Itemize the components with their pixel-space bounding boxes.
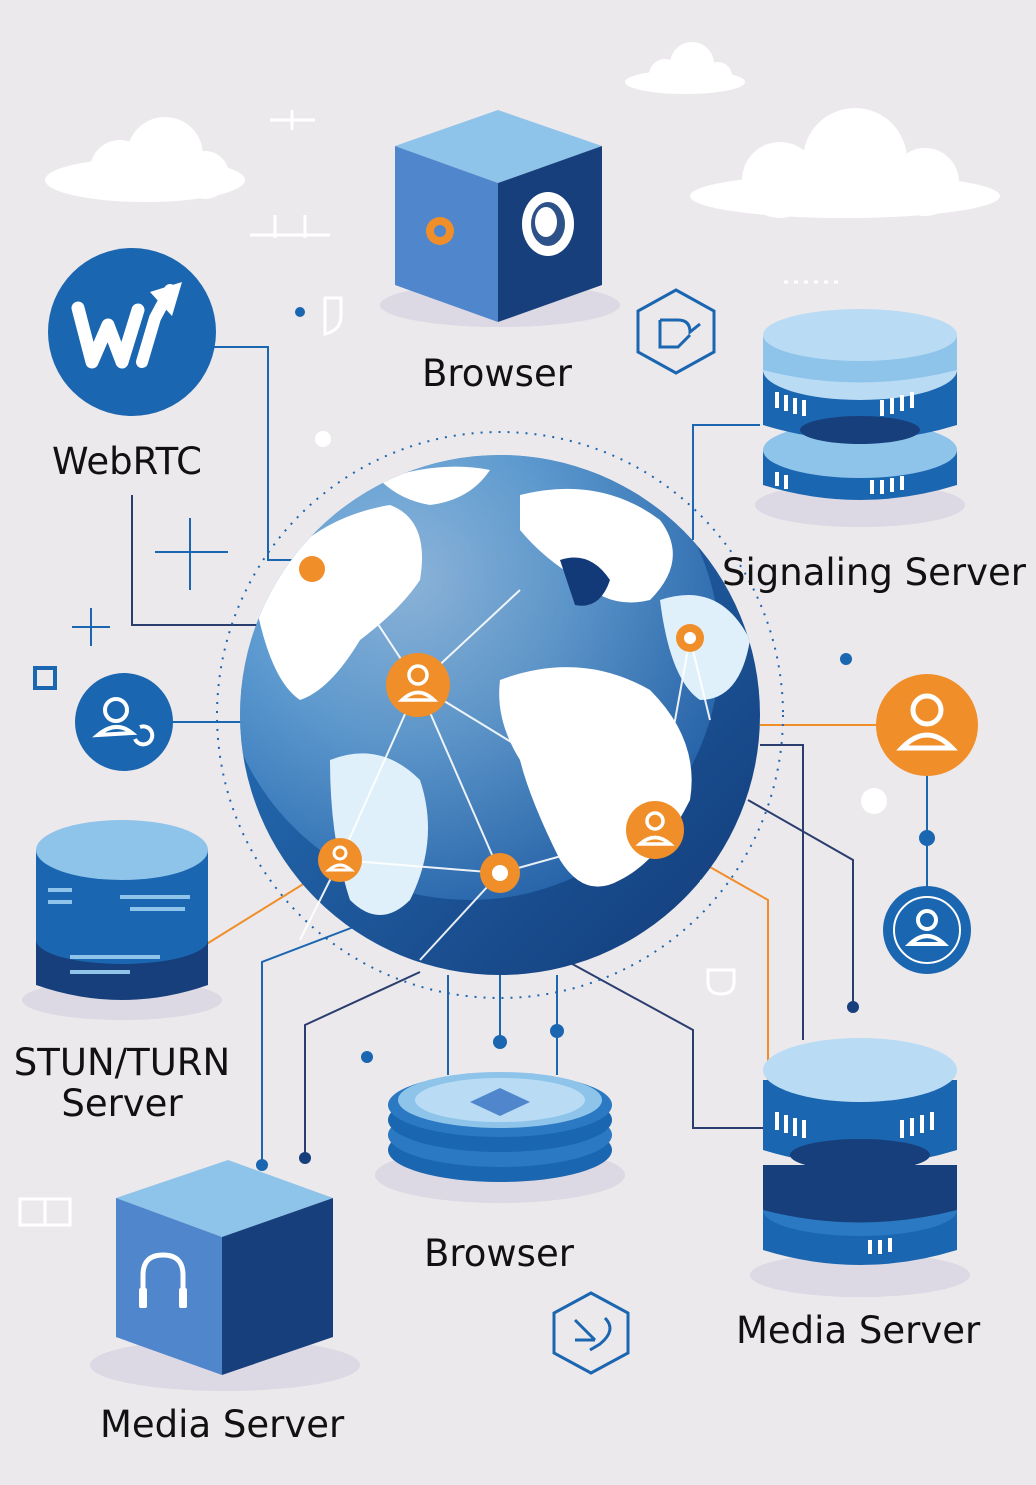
dot-icon	[861, 788, 887, 814]
globe-orbit	[216, 431, 784, 999]
user-icon	[626, 801, 684, 859]
connector-lines	[131, 346, 928, 1165]
server-stack-icon	[22, 820, 222, 1020]
cloud-icon	[690, 108, 1000, 218]
refresh-hexagon-icon	[636, 288, 716, 375]
media-server-right-label: Media Server	[736, 1309, 981, 1352]
refresh-hexagon-icon	[552, 1291, 630, 1375]
dot-icon	[840, 653, 852, 665]
server-stack-icon	[750, 1038, 970, 1297]
dot-icon	[315, 431, 331, 447]
globe-icon	[240, 455, 760, 975]
webrtc-label: WebRTC	[52, 440, 202, 483]
connector-endpoints	[256, 830, 935, 1171]
webrtc-logo-icon	[48, 248, 216, 416]
square-icon	[33, 666, 57, 690]
window-icon	[18, 1197, 72, 1227]
user-icon	[318, 838, 362, 882]
plus-icon	[72, 518, 228, 646]
stun-turn-label-line1: STUN/TURN	[13, 1041, 231, 1084]
device-puck-icon	[375, 1072, 625, 1203]
stun-turn-label-line2: Server	[61, 1081, 183, 1125]
shield-icon	[323, 296, 343, 336]
cloud-icon	[45, 117, 245, 202]
cloud-icon	[625, 42, 745, 94]
user-icon	[883, 886, 971, 974]
signaling-server-label: Signaling Server	[722, 551, 1026, 594]
browser-top-label: Browser	[422, 352, 572, 395]
cube-icon	[380, 110, 620, 327]
cube-icon	[90, 1160, 360, 1391]
shield-icon	[706, 968, 736, 996]
network-node	[299, 556, 325, 582]
network-node	[480, 853, 520, 893]
browser-bottom-label: Browser	[424, 1232, 574, 1275]
user-icon	[386, 653, 450, 717]
dot-icon	[295, 307, 305, 317]
decorative-marks	[250, 110, 840, 284]
user-icon	[876, 674, 978, 776]
server-stack-icon	[755, 309, 965, 527]
network-node	[676, 624, 704, 652]
media-server-left-label: Media Server	[100, 1403, 345, 1446]
user-share-icon	[75, 673, 173, 771]
stun-turn-server-label: STUN/TURN Server	[4, 1041, 240, 1125]
dot-icon	[361, 1051, 373, 1063]
